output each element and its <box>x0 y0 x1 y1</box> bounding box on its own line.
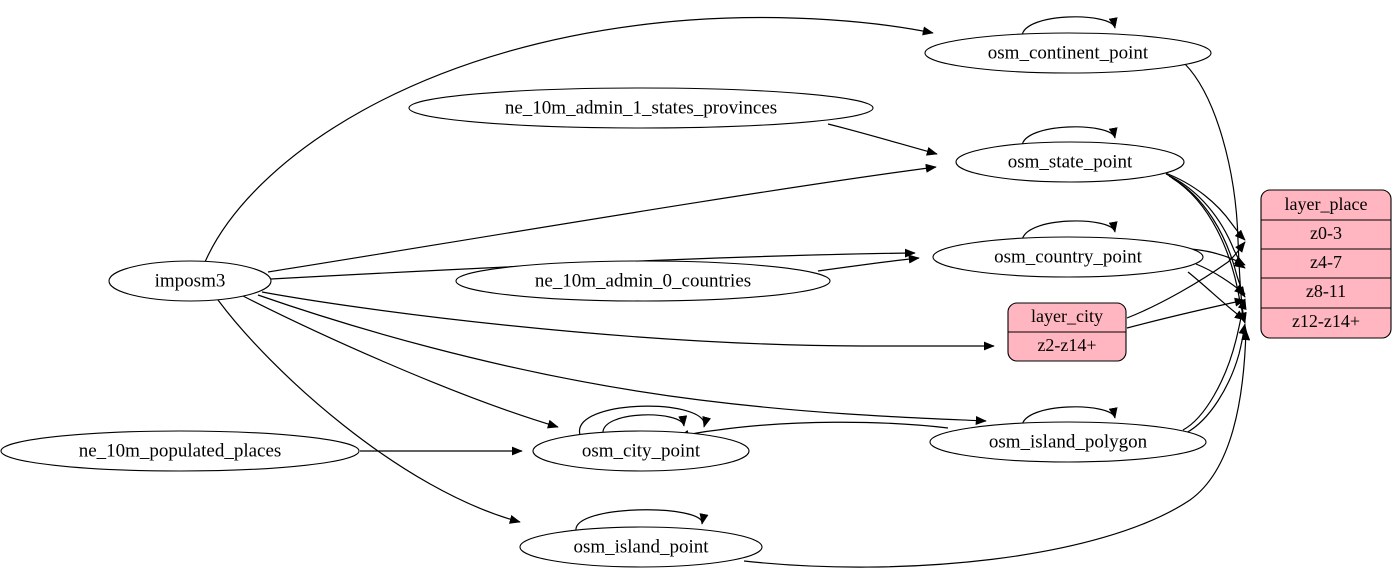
node-layer_place[interactable]: layer_place z0-3 z4-7 z8-11 z12-z14+ <box>1260 189 1392 339</box>
edge-ne_states-to-osm_state_point <box>827 123 938 156</box>
edge-osm_country_point-to-layer_place-z12 <box>1187 271 1246 321</box>
edge-layer_city-to-layer_place-z0-3 <box>1126 241 1246 319</box>
node-osm_island_polygon[interactable]: osm_island_polygon <box>929 421 1207 463</box>
edge-osm_island_polygon-to-layer_place-z8-11 <box>1182 298 1247 431</box>
node-label-ne_10m_admin_0_countries: ne_10m_admin_0_countries <box>535 270 751 291</box>
edge-osm_island_polygon-to-osm_city_point <box>678 421 949 439</box>
edge-imposm3-to-osm_island_polygon <box>257 294 987 426</box>
node-label-ne_10m_admin_1_states_provinces: ne_10m_admin_1_states_provinces <box>505 97 777 118</box>
layer_city-title: layer_city <box>1031 306 1103 326</box>
edge-imposm3-to-osm_city_point <box>242 295 559 429</box>
layer_place-row-z0-3[interactable]: z0-3 <box>1310 223 1342 243</box>
edge-osm_island_polygon-self <box>1021 406 1118 427</box>
node-osm_state_point[interactable]: osm_state_point <box>955 141 1185 183</box>
node-osm_island_point[interactable]: osm_island_point <box>519 526 763 568</box>
edge-osm_island_point-to-layer_place-z12 <box>743 329 1251 568</box>
edge-layer_city-to-layer_place-z8-11 <box>1126 297 1246 329</box>
node-label-osm_state_point: osm_state_point <box>1008 151 1133 172</box>
edge-osm_continent_point-self <box>1021 16 1118 37</box>
node-label-osm_city_point: osm_city_point <box>582 440 701 461</box>
edge-osm_state_point-to-layer_place-z8-11 <box>1168 175 1246 298</box>
edge-ne_countries-to-osm_country_point <box>817 254 920 272</box>
edge-imposm3-to-osm_continent_point <box>204 16 934 263</box>
node-osm_country_point[interactable]: osm_country_point <box>932 236 1204 278</box>
edge-osm_island_point-self <box>575 509 709 532</box>
edge-imposm3-to-osm_island_point <box>217 299 521 524</box>
edge-osm_country_point-to-layer_place-z4-7 <box>1190 248 1246 266</box>
node-label-osm_continent_point: osm_continent_point <box>988 42 1149 63</box>
node-ne_10m_admin_0_countries[interactable]: ne_10m_admin_0_countries <box>455 260 831 302</box>
node-osm_continent_point[interactable]: osm_continent_point <box>924 32 1212 74</box>
node-osm_city_point[interactable]: osm_city_point <box>532 430 750 472</box>
edge-osm_city_point-self-outer <box>579 405 712 436</box>
edge-osm_country_point-self <box>1021 220 1118 242</box>
node-label-osm_island_polygon: osm_island_polygon <box>989 431 1148 452</box>
node-imposm3[interactable]: imposm3 <box>108 260 272 302</box>
node-label-osm_island_point: osm_island_point <box>573 536 709 557</box>
node-label-osm_country_point: osm_country_point <box>994 246 1142 267</box>
node-label-imposm3: imposm3 <box>155 270 226 291</box>
node-layer_city[interactable]: layer_city z2-z14+ <box>1007 302 1127 362</box>
node-ne_10m_populated_places[interactable]: ne_10m_populated_places <box>0 430 360 472</box>
edge-osm_state_point-self <box>1021 126 1118 147</box>
edge-imposm3-to-osm_state_point <box>267 163 937 273</box>
edge-layer <box>204 16 1251 568</box>
node-label-ne_10m_populated_places: ne_10m_populated_places <box>79 440 282 461</box>
node-ne_10m_admin_1_states_provinces[interactable]: ne_10m_admin_1_states_provinces <box>408 87 874 129</box>
layer_place-title: layer_place <box>1285 194 1368 214</box>
edge-osm_country_point-to-layer_place-z8-11 <box>1195 263 1246 295</box>
layer_place-row-z4-7[interactable]: z4-7 <box>1310 252 1342 272</box>
node-layer: imposm3 ne_10m_admin_1_states_provinces … <box>0 32 1392 568</box>
layer_place-row-z12-z14[interactable]: z12-z14+ <box>1292 311 1360 331</box>
edge-osm_state_point-to-layer_place-z0-3 <box>1162 171 1246 241</box>
edge-imposm3-to-layer_city <box>261 291 995 351</box>
layer_place-row-z8-11[interactable]: z8-11 <box>1306 281 1346 301</box>
edge-osm_city_point-self-inner <box>602 414 688 435</box>
layer_city-row-z2-z14[interactable]: z2-z14+ <box>1037 335 1096 355</box>
